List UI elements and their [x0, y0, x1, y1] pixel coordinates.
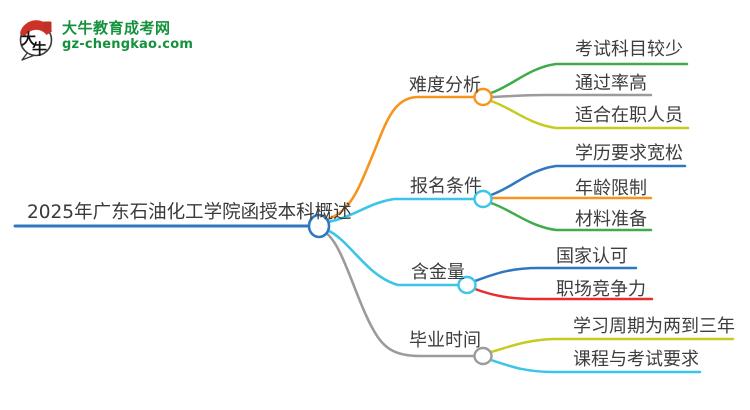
- bull-logo-icon: 大 牛: [19, 20, 53, 61]
- child-label-course-exams: 课程与考试要求: [573, 349, 699, 370]
- child-line-few-subjects: [489, 62, 689, 95]
- child-line-for-workers: [489, 99, 690, 130]
- logo-char-niu: 牛: [32, 40, 47, 58]
- child-line-high-pass-rate: [490, 93, 653, 99]
- child-label-few-subjects: 考试科目较少: [575, 39, 683, 60]
- branch-node-conditions: [473, 189, 493, 209]
- child-line-course-exams: [489, 358, 702, 374]
- child-line-career-competitive: [473, 287, 654, 301]
- branch-curve-difficulty: [326, 95, 476, 221]
- branch-label-difficulty: 难度分析: [409, 75, 481, 96]
- branch-label-graduation: 毕业时间: [409, 330, 481, 351]
- site-domain: gz-chengkao.com: [62, 36, 194, 52]
- child-label-career-competitive: 职场竞争力: [556, 279, 646, 300]
- child-line-edu-requirement: [489, 164, 687, 197]
- logo-char-da: 大: [21, 30, 36, 48]
- branch-curve-conditions: [326, 197, 476, 224]
- branch-label-conditions: 报名条件: [410, 176, 482, 197]
- child-label-materials: 材料准备: [575, 209, 647, 230]
- branch-label-value: 含金量: [411, 262, 465, 283]
- child-label-age-limit: 年龄限制: [575, 178, 647, 199]
- root-topic-label: 2025年广东石油化工学院函授本科概述: [27, 202, 352, 223]
- child-label-state-recognized: 国家认可: [556, 246, 628, 267]
- child-label-study-period: 学习周期为两到三年: [573, 316, 735, 337]
- branch-node-graduation: [473, 346, 493, 366]
- branch-curve-value: [325, 228, 460, 287]
- child-label-edu-requirement: 学历要求宽松: [575, 143, 683, 164]
- child-line-state-recognized: [473, 266, 638, 283]
- site-logo: 大 牛 大牛教育成考网 gz-chengkao.com: [16, 11, 193, 61]
- child-line-study-period: [489, 337, 735, 354]
- child-label-for-workers: 适合在职人员: [575, 105, 683, 126]
- site-name: 大牛教育成考网: [62, 19, 171, 38]
- branch-node-difficulty: [473, 87, 493, 107]
- child-label-high-pass-rate: 通过率高: [575, 73, 647, 94]
- root-node: [307, 213, 331, 239]
- branch-node-value: [457, 275, 477, 295]
- child-line-materials: [489, 201, 653, 232]
- branch-curve-graduation: [324, 231, 476, 358]
